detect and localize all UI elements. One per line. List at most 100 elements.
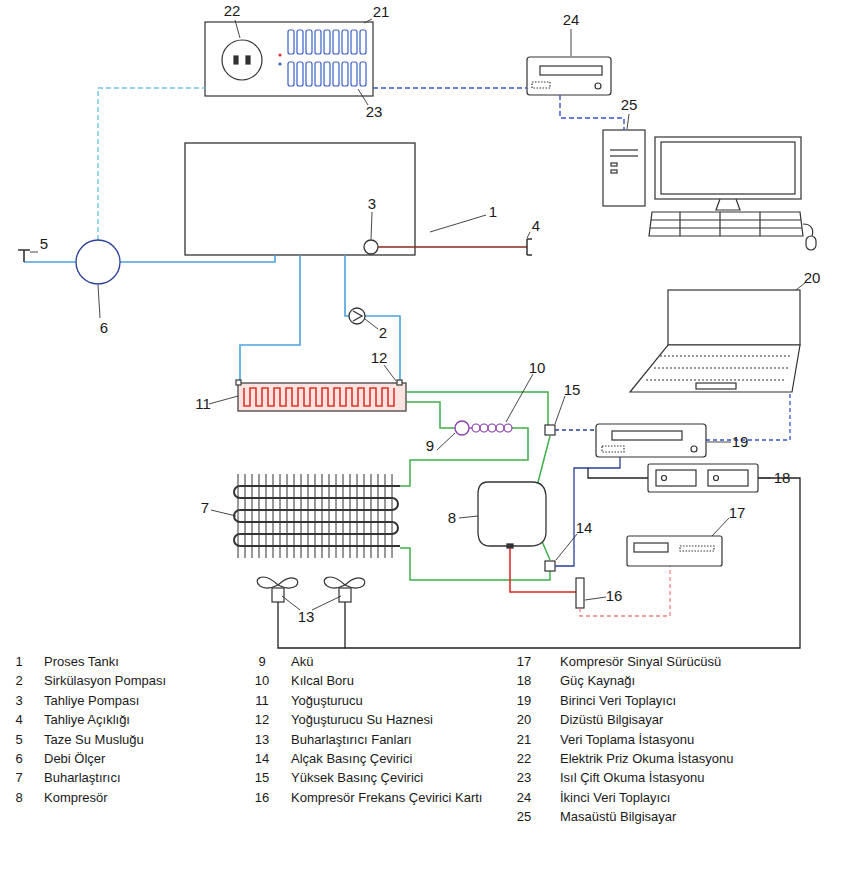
signal-wire — [555, 392, 790, 616]
acquisition-station — [278, 62, 281, 65]
desktop-computer — [716, 199, 740, 210]
desktop-computer — [603, 130, 645, 206]
first-data-logger — [596, 424, 706, 457]
legend-part-name: Debi Ölçer — [44, 752, 105, 766]
callout-number: 5 — [40, 236, 48, 253]
signal-wire — [560, 95, 624, 130]
capillary-tube — [472, 424, 480, 432]
legend-number: 13 — [255, 732, 269, 746]
legend-part-name: Yoğuşturucu Su Haznesi — [291, 713, 433, 727]
legend-number: 11 — [255, 694, 269, 708]
leader-line — [98, 285, 100, 318]
callout-number: 3 — [368, 196, 376, 213]
condenser — [236, 380, 406, 411]
callout-number: 16 — [606, 588, 623, 605]
evaporator-fan — [339, 588, 351, 602]
evaporator-fan — [257, 577, 365, 602]
drain-line — [378, 246, 527, 248]
leader-line — [571, 29, 572, 56]
leader-line — [506, 374, 533, 422]
leader-line — [585, 597, 606, 600]
legend-number: 10 — [255, 674, 269, 688]
acquisition-station — [288, 30, 366, 86]
leader-line — [384, 365, 396, 381]
water-pipe — [365, 316, 400, 383]
drain-pump — [364, 240, 378, 254]
leader-line — [358, 89, 368, 105]
leader-line — [209, 396, 238, 404]
legend-number: 23 — [517, 771, 531, 785]
legend-number: 17 — [517, 655, 531, 669]
callout-number: 14 — [576, 520, 593, 537]
callout-number: 1 — [489, 204, 497, 221]
second-data-logger — [532, 82, 550, 88]
signal-driver — [627, 536, 722, 566]
refrigerant-line — [406, 402, 455, 428]
capillary-tube — [469, 424, 512, 432]
callout-number: 22 — [224, 3, 241, 20]
leader-line — [30, 19, 805, 610]
condenser — [397, 380, 402, 385]
legend-part-name: Alçak Basınç Çevirici — [291, 752, 412, 766]
water-pipe — [345, 255, 349, 316]
desktop-computer — [611, 170, 617, 173]
power-supply — [648, 464, 758, 492]
inverter-card — [576, 578, 584, 608]
flow-meter — [76, 240, 120, 284]
capillary-tube — [480, 424, 488, 432]
evaporator-fan — [272, 588, 284, 602]
leader-line — [430, 215, 486, 232]
callout-number: 8 — [448, 510, 456, 527]
legend-part-name: Sirkülasyon Pompası — [44, 674, 166, 688]
leader-line — [459, 516, 478, 518]
callout-number: 21 — [373, 4, 390, 21]
battery — [455, 421, 469, 435]
desktop-computer — [719, 212, 720, 236]
acquisition-station — [351, 62, 357, 86]
legend-part-name: Birinci Veri Toplayıcı — [560, 694, 676, 708]
legend-part-name: Masaüstü Bilgisayar — [560, 810, 676, 824]
callout-number: 7 — [201, 500, 209, 517]
acquisition-station — [315, 30, 321, 54]
callout-number: 4 — [532, 218, 540, 235]
legend-part-name: Kompresör — [44, 791, 108, 805]
legend-part-name: İkinci Veri Toplayıcı — [560, 791, 670, 805]
acquisition-station — [297, 62, 303, 86]
legend-number: 4 — [15, 713, 22, 727]
legend-part-name: Tahliye Pompası — [44, 694, 139, 708]
laptop-computer — [668, 290, 800, 345]
leader-line — [555, 396, 565, 424]
legend-number: 8 — [15, 791, 22, 805]
legend-part-name: Kompresör Frekans Çevirici Kartı — [291, 791, 482, 805]
acquisition-station — [288, 62, 294, 86]
first-data-logger — [602, 446, 624, 452]
fresh-water-tap — [18, 250, 30, 262]
desktop-computer — [661, 142, 795, 194]
leader-line — [556, 534, 577, 560]
signal-wire — [580, 566, 670, 616]
callout-number: 18 — [774, 470, 791, 487]
callout-number: 9 — [426, 438, 434, 455]
callout-number: 12 — [371, 350, 388, 367]
refrigerant-line — [400, 548, 550, 580]
legend-part-name: Taze Su Musluğu — [44, 732, 144, 746]
leader-line — [627, 114, 629, 129]
circulation-pump — [349, 308, 365, 324]
callout-number: 23 — [366, 104, 383, 121]
acquisition-station — [360, 30, 366, 54]
laptop-computer — [696, 383, 736, 389]
supply-wire — [588, 468, 648, 478]
legend-number: 6 — [15, 752, 22, 766]
leader-line — [371, 212, 372, 239]
legend-number: 5 — [15, 732, 22, 746]
second-data-logger — [540, 66, 602, 75]
leader-line — [30, 252, 38, 253]
acquisition-station — [324, 62, 330, 86]
legend-part-name: Kılcal Boru — [291, 674, 354, 688]
capillary-tube — [504, 424, 512, 432]
acquisition-station — [342, 62, 348, 86]
pressure-transducer — [545, 425, 555, 435]
acquisition-station — [324, 30, 330, 54]
capillary-tube — [496, 424, 504, 432]
